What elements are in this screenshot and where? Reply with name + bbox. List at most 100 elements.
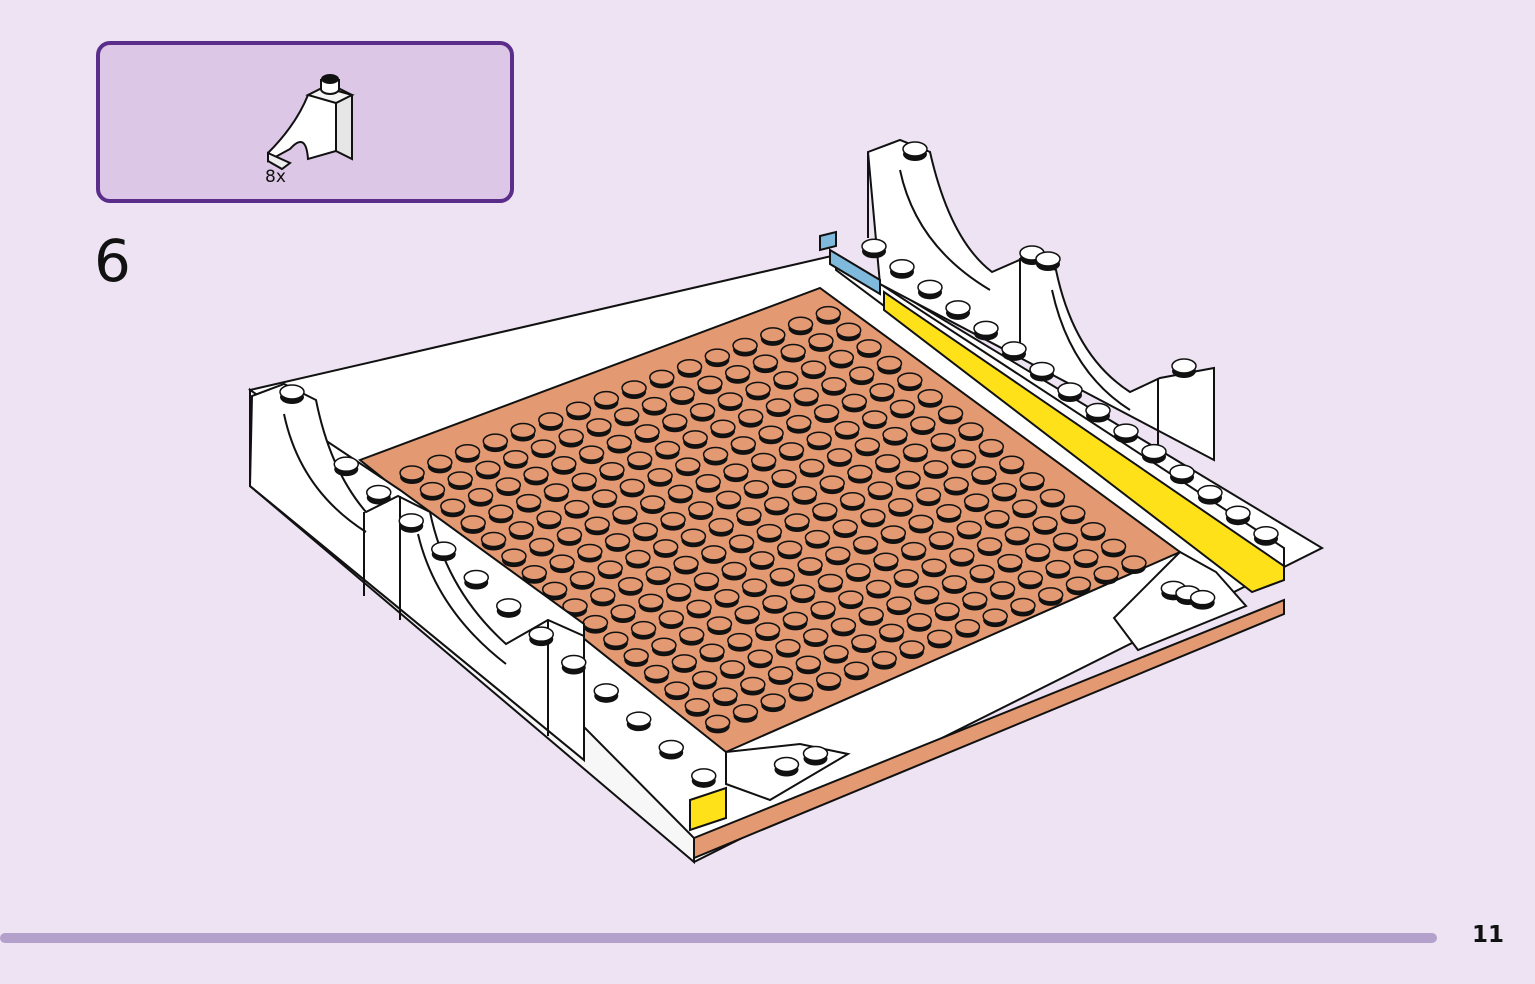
stud: [780, 343, 806, 363]
stud: [1004, 526, 1031, 546]
stud: [854, 437, 881, 457]
wall-stud: [802, 745, 829, 766]
stud: [821, 377, 847, 396]
stud: [867, 481, 894, 501]
stud: [750, 452, 777, 472]
stud: [917, 389, 943, 408]
stud: [876, 355, 903, 375]
stud: [769, 567, 796, 587]
stud: [612, 505, 638, 525]
stud: [937, 405, 964, 425]
stud: [848, 366, 875, 386]
wall-stud: [593, 683, 619, 703]
stud: [800, 360, 827, 380]
stud: [817, 573, 844, 593]
stud: [788, 682, 814, 702]
stud: [976, 537, 1003, 556]
stud: [649, 369, 675, 389]
stud: [823, 644, 849, 664]
stud: [810, 601, 836, 620]
part-quantity: 8x: [265, 167, 286, 187]
stud: [680, 528, 707, 548]
stud: [556, 527, 583, 546]
stud: [660, 511, 686, 531]
stud: [475, 460, 501, 480]
stud: [480, 531, 507, 551]
stud: [510, 422, 536, 442]
stud: [671, 654, 698, 673]
stud: [830, 617, 857, 637]
stud: [684, 698, 711, 717]
stud: [765, 398, 792, 417]
stud: [845, 563, 871, 582]
stud: [926, 629, 953, 649]
stud: [971, 466, 997, 485]
stud: [869, 383, 895, 402]
stud: [936, 504, 962, 523]
stud: [708, 517, 734, 537]
stud: [669, 386, 695, 405]
stud: [626, 451, 653, 471]
stud: [958, 422, 984, 441]
stud: [1024, 543, 1051, 562]
wall-studs: [279, 141, 1279, 788]
stud: [950, 449, 977, 469]
stud: [861, 410, 888, 429]
stud: [776, 540, 803, 560]
stud: [593, 390, 620, 410]
stud: [737, 408, 764, 428]
stud: [597, 560, 623, 580]
stud: [695, 474, 721, 493]
stud: [638, 593, 664, 613]
wall-stud: [1085, 402, 1111, 423]
stud: [1121, 555, 1147, 574]
stud: [454, 444, 481, 463]
stud: [982, 608, 1008, 628]
stud: [860, 508, 886, 528]
stud: [693, 572, 720, 592]
stud: [664, 681, 690, 701]
stud: [900, 541, 927, 561]
stud: [654, 440, 681, 460]
stud: [691, 670, 718, 690]
stud: [617, 577, 644, 596]
stud: [727, 632, 753, 652]
stud: [984, 510, 1010, 529]
stud: [590, 587, 616, 607]
stud: [721, 561, 747, 581]
stud: [991, 482, 1018, 502]
stud: [613, 407, 640, 427]
stud: [873, 552, 899, 572]
stud: [728, 534, 755, 554]
wall-stud: [1029, 361, 1055, 382]
stud: [523, 466, 549, 486]
stud: [843, 661, 870, 681]
stud: [752, 354, 779, 374]
stud: [1073, 549, 1099, 568]
stud: [632, 522, 659, 542]
stud: [488, 504, 514, 524]
left-arch-wall: [248, 382, 727, 832]
stud: [1019, 472, 1045, 491]
stud: [741, 578, 768, 598]
stud: [643, 664, 670, 684]
stud: [603, 631, 629, 651]
stud: [893, 569, 920, 588]
stud: [569, 571, 596, 590]
stud: [724, 365, 751, 384]
stud: [501, 548, 527, 568]
page-number: 11: [1472, 922, 1505, 948]
wall-stud: [1253, 525, 1279, 546]
stud: [495, 477, 522, 496]
stud: [701, 545, 727, 564]
stud: [773, 371, 799, 390]
stud: [825, 546, 851, 566]
stud: [787, 316, 814, 336]
wall-stud: [333, 456, 359, 477]
stud: [732, 337, 758, 357]
stud: [804, 529, 831, 549]
stud: [704, 348, 731, 368]
stud: [1060, 505, 1086, 525]
stud: [921, 558, 947, 578]
stud: [599, 462, 625, 481]
